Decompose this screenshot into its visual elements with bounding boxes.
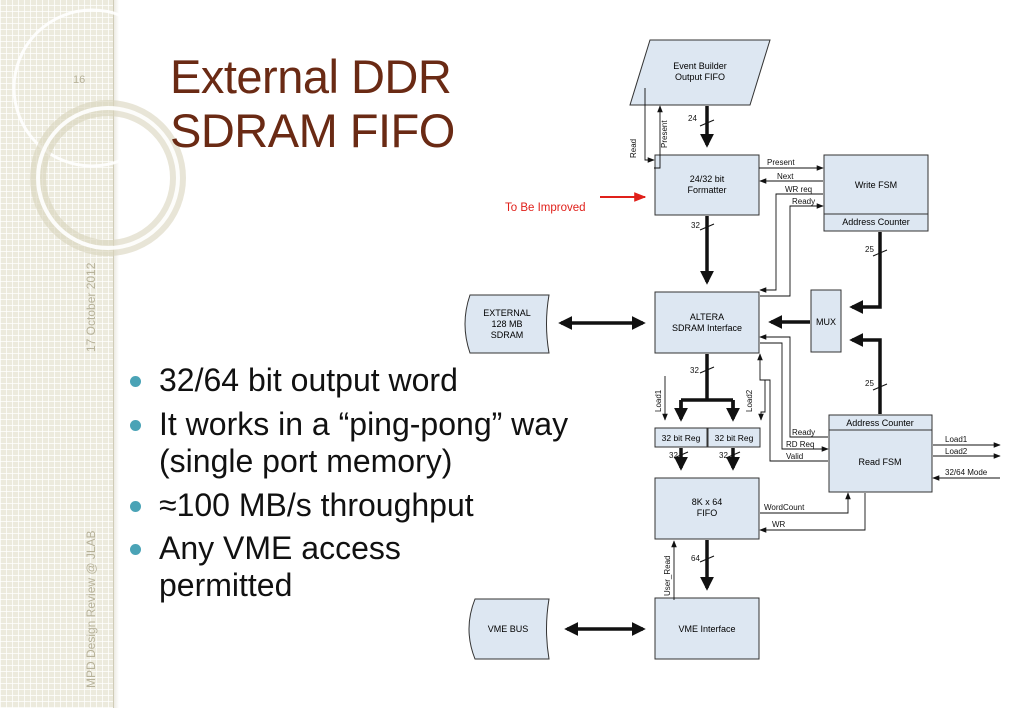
event-builder-label-1: Event Builder <box>673 61 727 71</box>
bus-25-read-label: 25 <box>865 379 874 388</box>
mux-block: MUX <box>810 289 842 353</box>
formatter-label-1: 24/32 bit <box>690 174 725 184</box>
bus-64-label: 64 <box>691 554 700 563</box>
page-number: 16 <box>73 74 86 86</box>
title-line-2: SDRAM FIFO <box>170 104 455 157</box>
read-fsm-counter-label: Address Counter <box>846 418 914 428</box>
sdram-interface-label-1: ALTERA <box>690 312 724 322</box>
event-builder-label-2: Output FIFO <box>675 72 725 82</box>
external-sdram-label-1: EXTERNAL <box>483 308 531 318</box>
mode-label: 32/64 Mode <box>945 468 988 477</box>
external-sdram-block: EXTERNAL 128 MB SDRAM <box>464 294 550 354</box>
formatter-block: 24/32 bit Formatter <box>654 154 760 216</box>
ready-write-label: Ready <box>792 197 815 206</box>
wr-req-label: WR req <box>785 185 812 194</box>
read-label: Read <box>629 139 638 158</box>
sdram-to-reg-bus <box>679 354 735 418</box>
valid-signal <box>757 353 828 462</box>
rd-req-signal <box>759 334 828 438</box>
control-signals <box>644 88 1001 600</box>
load2-label: Load2 <box>945 447 968 456</box>
decorative-rings <box>12 8 186 256</box>
bus-32-reg2-label: 32 <box>719 451 728 460</box>
next-label: Next <box>777 172 794 181</box>
data-paths <box>558 106 882 636</box>
bullet-list: 32/64 bit output word It works in a “pin… <box>128 362 608 611</box>
external-sdram-label-2: 128 MB <box>491 319 522 329</box>
vme-bus-label: VME BUS <box>488 624 529 634</box>
bus-32-formatter-label: 32 <box>691 221 700 230</box>
valid-label: Valid <box>786 452 803 461</box>
formatter-label-2: Formatter <box>687 185 726 195</box>
ready-read-signal <box>760 342 829 452</box>
read-counter-to-mux-arrow <box>849 333 882 414</box>
read-fsm-block: Address Counter Read FSM <box>828 414 933 493</box>
load2-vertical-signal <box>758 380 766 421</box>
register-1-block: 32 bit Reg <box>654 427 708 448</box>
vme-bus-block: VME BUS <box>468 598 550 660</box>
mux-label: MUX <box>816 317 836 327</box>
wr-signal <box>759 493 866 533</box>
write-counter-to-mux-arrow <box>849 232 882 314</box>
ready-write-signal <box>760 203 824 297</box>
read-signal <box>644 88 655 163</box>
bus-width-slashes <box>673 119 888 563</box>
write-fsm-label: Write FSM <box>855 180 897 190</box>
fifo-8k-label-2: FIFO <box>697 508 718 518</box>
vme-interface-block: VME Interface <box>654 597 760 660</box>
bullet-item: It works in a “ping-pong” way (single po… <box>128 406 608 480</box>
external-sdram-label-3: SDRAM <box>491 330 524 340</box>
bus-25-write-label: 25 <box>865 245 874 254</box>
to-be-improved-label: To Be Improved <box>505 202 586 214</box>
register-1-label: 32 bit Reg <box>662 433 701 443</box>
bus-32-sdram-label: 32 <box>690 366 699 375</box>
bullet-dot <box>130 376 141 387</box>
wordcount-signal <box>760 492 851 514</box>
band-shadow <box>113 0 119 708</box>
bullet-dot <box>130 420 141 431</box>
event-builder-fifo-block: Event Builder Output FIFO <box>629 39 771 106</box>
present-up-signal <box>654 105 663 169</box>
user-read-label: User_Read <box>663 556 672 596</box>
wr-req-signal <box>759 193 823 293</box>
register-2-block: 32 bit Reg <box>707 427 761 448</box>
bullet-text: ≈100 MB/s throughput <box>159 487 474 523</box>
slide-title: External DDR SDRAM FIFO <box>170 50 530 158</box>
bullet-item: ≈100 MB/s throughput <box>128 487 608 524</box>
sdram-interface-label-2: SDRAM Interface <box>672 323 742 333</box>
to-be-improved-annotation: To Be Improved <box>505 192 647 214</box>
bullet-text: Any VME access permitted <box>159 530 401 603</box>
ready-read-label: Ready <box>792 428 815 437</box>
bullet-item: 32/64 bit output word <box>128 362 608 399</box>
fifo-8k-label-1: 8K x 64 <box>692 497 723 507</box>
load1-label: Load1 <box>945 435 968 444</box>
vme-interface-label: VME Interface <box>678 624 735 634</box>
signal-labels: Read Present 24 Present Next WR req Read… <box>629 114 988 596</box>
bus-32-reg1-label: 32 <box>669 451 678 460</box>
present-label: Present <box>767 158 795 167</box>
write-fsm-block: Write FSM Address Counter <box>823 154 929 232</box>
bullet-item: Any VME access permitted <box>128 530 459 604</box>
write-fsm-counter-label: Address Counter <box>842 217 910 227</box>
load2-vertical-label: Load2 <box>745 389 754 412</box>
present-vertical-label: Present <box>660 120 669 148</box>
wordcount-label: WordCount <box>764 503 805 512</box>
register-2-label: 32 bit Reg <box>715 433 754 443</box>
bus-24-label: 24 <box>688 114 697 123</box>
bullet-text: It works in a “ping-pong” way (single po… <box>159 406 569 479</box>
bullet-dot <box>130 501 141 512</box>
fifo-8k-block: 8K x 64 FIFO <box>654 477 760 540</box>
rd-req-label: RD Req <box>786 440 814 449</box>
bullet-text: 32/64 bit output word <box>159 362 458 398</box>
load1-vertical-label: Load1 <box>654 389 663 412</box>
wr-label: WR <box>772 520 786 529</box>
read-fsm-label: Read FSM <box>858 457 901 467</box>
title-line-1: External DDR <box>170 50 452 103</box>
sdram-interface-block: ALTERA SDRAM Interface <box>654 291 760 354</box>
bullet-dot <box>130 544 141 555</box>
